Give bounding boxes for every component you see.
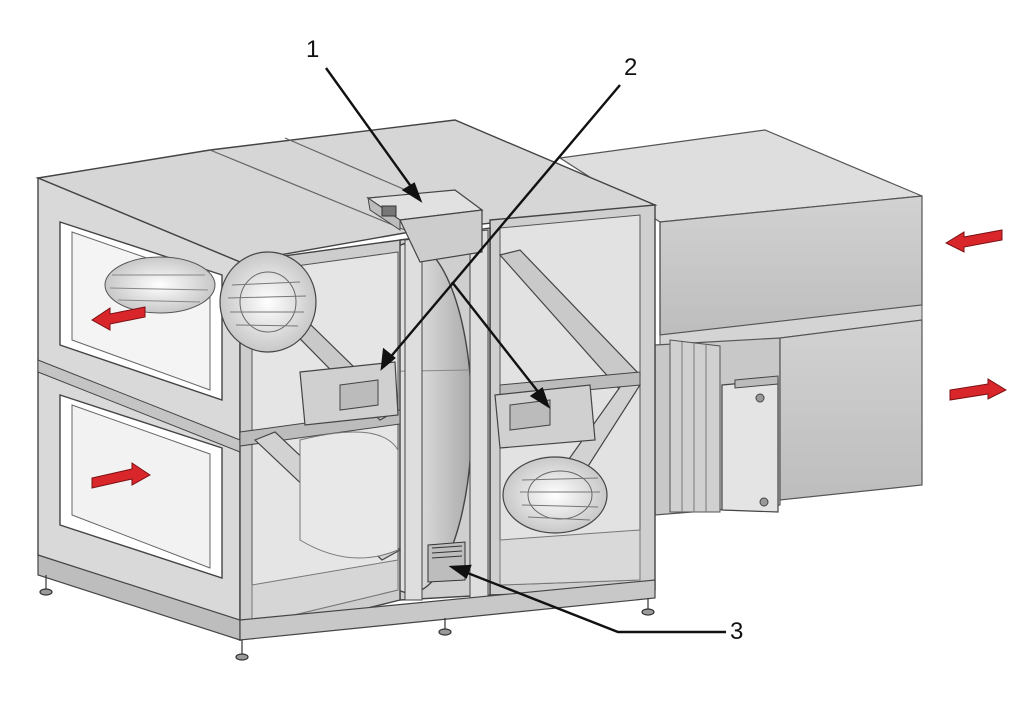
red-arrow-icon	[949, 378, 1008, 401]
base-frame	[37, 554, 656, 661]
red-arrow-icon	[91, 462, 151, 489]
right-module	[489, 204, 656, 596]
lower-duct	[654, 304, 923, 516]
upper-duct	[558, 129, 923, 336]
fan-icon	[219, 251, 317, 353]
callout-number: 1	[306, 36, 320, 63]
center-section	[347, 189, 491, 601]
airflow-arrows	[91, 229, 1008, 489]
fan-icon	[502, 456, 608, 534]
leader-lines	[325, 67, 726, 634]
callout-number: 2	[624, 54, 638, 81]
callout-number: 3	[730, 618, 744, 645]
red-arrow-icon	[91, 306, 146, 331]
red-arrow-icon	[944, 229, 1003, 253]
